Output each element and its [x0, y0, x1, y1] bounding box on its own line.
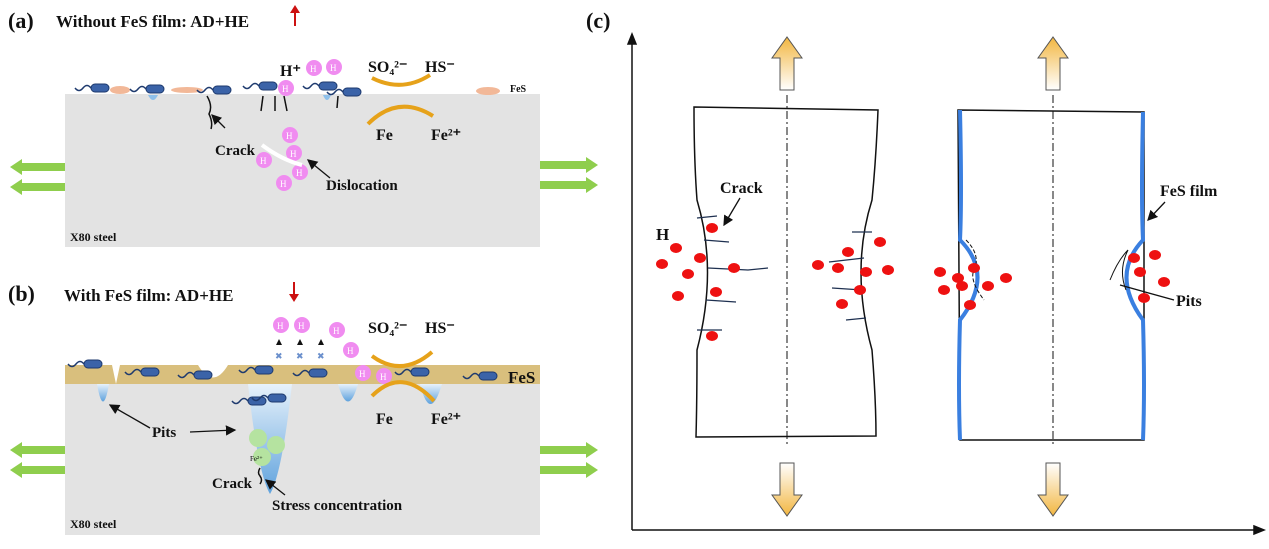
hydrogen-dot: [952, 273, 964, 283]
panel-a-label: (a): [8, 8, 34, 33]
svg-text:✖: ✖: [275, 352, 283, 362]
crack-label-a: Crack: [215, 143, 256, 159]
hydrogen-dot: [968, 263, 980, 273]
hydrogen-dot: [706, 223, 718, 233]
fes-film-label: FeS film: [1160, 183, 1218, 200]
hydrogen-dot: [1158, 277, 1170, 287]
pits-label-c: Pits: [1176, 293, 1202, 310]
stress-concentration-label: Stress concentration: [272, 498, 403, 514]
hydrogen-dot: [964, 300, 976, 310]
fe-ion-label: Fe²⁺: [250, 455, 263, 463]
tension-arrow-right-icon: [540, 442, 598, 478]
crack-label-b: Crack: [212, 476, 253, 492]
fe-label-a: Fe: [376, 127, 393, 144]
hydrogen-dot: [956, 281, 968, 291]
hydrogen-dot: [882, 265, 894, 275]
material-label-a: X80 steel: [70, 230, 117, 244]
panel-b-label: (b): [8, 281, 35, 306]
panel-c: (c) Crack H FeS film: [586, 8, 1267, 536]
hydrogen-dot: [860, 267, 872, 277]
red-down-arrow-icon: [289, 282, 299, 302]
fes-patches: [110, 86, 500, 95]
fe-label-b: Fe: [376, 411, 393, 428]
fe2-label-b: Fe²⁺: [431, 411, 461, 428]
red-up-arrow-icon: [290, 5, 300, 26]
fe2-label-a: Fe²⁺: [431, 127, 461, 144]
hydrogen-dot: [854, 285, 866, 295]
hydrogen-dot: [656, 259, 668, 269]
panel-c-label: (c): [586, 8, 610, 33]
fes-film-line-left: [957, 109, 980, 441]
hydrogen-dot: [832, 263, 844, 273]
hydrogen-dot: [1138, 293, 1150, 303]
hydrogen-dot: [874, 237, 886, 247]
pits-label-b: Pits: [152, 425, 176, 441]
hydrogen-dot: [934, 267, 946, 277]
fes-film-line-right: [1124, 111, 1146, 441]
load-arrow-up-icon: [771, 36, 1069, 91]
panel-a: (a) Without FeS film: AD+HE H⁺ SO₄²⁻ HS⁻…: [8, 5, 598, 247]
hydrogen-dot: [836, 299, 848, 309]
h-label-c: H: [656, 225, 669, 244]
hydrogen-dot: [842, 247, 854, 257]
redox-arrows-a: [366, 73, 435, 126]
dislocation-label: Dislocation: [326, 178, 398, 194]
hydrogen-dot: [1000, 273, 1012, 283]
sulfate-label-b: SO₄²⁻: [368, 320, 407, 337]
hydrogen-dot: [710, 287, 722, 297]
fes-label-a: FeS: [510, 84, 527, 95]
tension-arrow-left-icon: [10, 159, 65, 175]
fes-film-layer: [65, 365, 540, 384]
fe-ions: [249, 429, 285, 466]
crack-label-c: Crack: [720, 180, 763, 197]
svg-text:✖: ✖: [296, 352, 304, 362]
hs-label-a: HS⁻: [425, 59, 455, 76]
axes: [626, 31, 1267, 536]
blocked-hydrogen: ✖ ✖ ✖: [275, 339, 325, 362]
hydrogen-dot: [1128, 253, 1140, 263]
crack-lines: [696, 215, 872, 331]
hs-label-b: HS⁻: [425, 320, 455, 337]
fes-label-b: FeS: [508, 368, 535, 387]
hydrogen-dot: [728, 263, 740, 273]
tension-arrow-left-icon: [10, 442, 65, 458]
hydrogen-dot: [1149, 250, 1161, 260]
sulfate-label-a: SO₄²⁻: [368, 59, 407, 76]
hydrogen-dots: [656, 223, 1170, 341]
hydrogen-dot: [982, 281, 994, 291]
tension-arrow-left-icon: [10, 179, 65, 195]
svg-text:✖: ✖: [317, 352, 325, 362]
hydrogen-dot: [812, 260, 824, 270]
steel-block-b: [65, 384, 540, 535]
hydrogen-dot: [694, 253, 706, 263]
hydrogen-dot: [670, 243, 682, 253]
panel-b: (b) With FeS film: AD+HE Fe²⁺ ✖✖✖ SO₄²⁻ …: [8, 281, 598, 535]
hydrogen-dot: [682, 269, 694, 279]
load-arrow-down-icon: [771, 462, 1069, 517]
hydrogen-dot: [672, 291, 684, 301]
hydrogen-dot: [1134, 267, 1146, 277]
hydrogen-dot: [706, 331, 718, 341]
specimen-film: [957, 109, 1145, 441]
redox-arrows-b: [370, 350, 436, 403]
material-label-b: X80 steel: [70, 517, 117, 531]
h-plus-label: H⁺: [280, 63, 301, 80]
tension-arrow-left-icon: [10, 462, 65, 478]
panel-a-title: Without FeS film: AD+HE: [56, 12, 249, 31]
hydrogen-dot: [938, 285, 950, 295]
specimen-cracked: [693, 106, 879, 438]
panel-b-title: With FeS film: AD+HE: [64, 286, 233, 305]
tension-arrow-right-icon: [540, 157, 598, 193]
